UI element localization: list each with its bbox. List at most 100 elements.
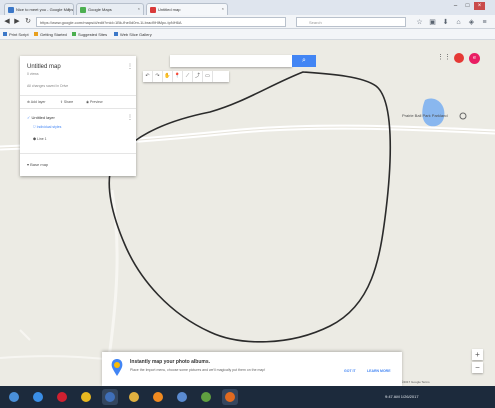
- layer-options-icon[interactable]: ⋮: [127, 115, 133, 121]
- start-button[interactable]: [6, 389, 22, 405]
- map-panel: Untitled map 0 views All changes saved i…: [20, 56, 136, 176]
- map-title[interactable]: Untitled map: [27, 64, 61, 70]
- bookmark-item[interactable]: Getting Started: [34, 31, 67, 38]
- reload-icon[interactable]: ↻: [25, 18, 31, 25]
- bookmark-item[interactable]: Suggested Sites: [72, 31, 107, 38]
- address-bar[interactable]: https://www.google.com/maps/d/edit?mid=1…: [36, 17, 286, 27]
- app2-icon: [201, 392, 211, 402]
- paint-icon: ⛉: [33, 125, 36, 129]
- menu-icon[interactable]: ≡: [482, 19, 487, 26]
- forward-icon[interactable]: ▶: [14, 18, 20, 25]
- map-search-input[interactable]: [170, 55, 292, 67]
- minor-road: [104, 189, 119, 386]
- bookmark-icon: [3, 32, 7, 36]
- checkbox-icon[interactable]: ✓: [27, 115, 31, 120]
- ie-icon: [33, 392, 43, 402]
- tab-label: Nice to meet you - Google Maps: [16, 7, 74, 12]
- taskbar-app[interactable]: [222, 389, 238, 405]
- taskbar-app[interactable]: [54, 389, 70, 405]
- map-toolbar: ↶ ↷ ✋ 📍 ⟋ ⤴ ▭: [143, 71, 229, 82]
- taskbar-app[interactable]: [174, 389, 190, 405]
- download-icon[interactable]: ⬇: [442, 19, 449, 26]
- tab-label: Untitled map: [158, 7, 181, 12]
- taskbar-app[interactable]: [102, 389, 118, 405]
- star-icon[interactable]: ☆: [416, 19, 423, 26]
- vlc-icon: [153, 392, 163, 402]
- taskbar-app[interactable]: [78, 389, 94, 405]
- directions-icon[interactable]: ⤴: [193, 71, 203, 82]
- maximize-icon[interactable]: □: [465, 3, 470, 9]
- panel-actions: ⊕ Add layer ⇪ Share ◉ Preview: [20, 96, 136, 109]
- back-icon[interactable]: ◀: [4, 18, 10, 25]
- browser-search-input[interactable]: Search: [296, 17, 406, 27]
- firefox-icon: [225, 392, 235, 402]
- undo-icon[interactable]: ↶: [143, 71, 153, 82]
- ruler-icon[interactable]: ▭: [203, 71, 213, 82]
- minimize-icon[interactable]: –: [453, 3, 458, 9]
- search-button[interactable]: ⌕: [292, 55, 316, 67]
- bookmark-item[interactable]: Web Slice Gallery: [114, 31, 152, 38]
- notice-body: Place the Import menu, choose some pictu…: [130, 368, 266, 372]
- tab-3[interactable]: Untitled map ×: [146, 3, 228, 15]
- taskbar: 9:47 AM 1/26/2017: [0, 386, 495, 408]
- preview-button[interactable]: ◉ Preview: [86, 100, 103, 104]
- base-map-toggle[interactable]: ▾ Base map: [27, 162, 49, 167]
- notifications-icon[interactable]: [454, 53, 464, 63]
- photo-pin-icon: [110, 358, 124, 378]
- add-layer-button[interactable]: ⊕ Add layer: [27, 100, 46, 104]
- bookmark-icon: [34, 32, 38, 36]
- drawn-line: [108, 71, 392, 343]
- taskbar-app[interactable]: [198, 389, 214, 405]
- taskbar-app[interactable]: [150, 389, 166, 405]
- opera-icon: [57, 392, 67, 402]
- zoom-out-button[interactable]: −: [472, 362, 483, 373]
- more-options-icon[interactable]: ⋮: [127, 64, 133, 70]
- share-button[interactable]: ⇪ Share: [60, 100, 74, 104]
- pocket-icon[interactable]: ◈: [468, 19, 475, 26]
- zoom-in-button[interactable]: +: [472, 349, 483, 360]
- notice-title: Instantly map your photo albums.: [130, 359, 211, 365]
- place-pin: [459, 112, 467, 120]
- individual-styles-link[interactable]: ⛉ Individual styles: [33, 125, 62, 129]
- bookmarks-bar: Print Script Getting Started Suggested S…: [0, 29, 495, 40]
- panel-header: Untitled map 0 views All changes saved i…: [20, 56, 136, 96]
- layer-section: ✓ Untitled layer ⋮ ⛉ Individual styles ⬢…: [20, 109, 136, 154]
- window-close-icon[interactable]: ×: [474, 2, 485, 10]
- chevron-down-icon: ▾: [27, 162, 30, 167]
- hand-icon[interactable]: ✋: [163, 71, 173, 82]
- close-icon[interactable]: ×: [137, 6, 140, 11]
- bookmark-icon: [114, 32, 118, 36]
- tab-2[interactable]: Google Maps ×: [76, 3, 144, 15]
- marker-icon[interactable]: 📍: [173, 71, 183, 82]
- layer-item[interactable]: ⬢ Line 1: [33, 137, 47, 141]
- map-attribution: Map data ©2017 Google Terms: [388, 380, 430, 384]
- app-icon: [177, 392, 187, 402]
- search-icon: ⌕: [302, 57, 306, 64]
- got-it-button[interactable]: GOT IT: [344, 369, 356, 373]
- favicon-icon: [150, 7, 156, 13]
- learn-more-button[interactable]: LEARN MORE: [367, 369, 391, 373]
- system-clock[interactable]: 9:47 AM 1/26/2017: [385, 394, 419, 399]
- base-map-row[interactable]: ▾ Base map: [20, 154, 136, 176]
- clipboard-icon[interactable]: ▣: [429, 19, 436, 26]
- tab-1[interactable]: Nice to meet you - Google Maps ×: [4, 3, 74, 15]
- draw-line-icon[interactable]: ⟋: [183, 71, 193, 82]
- taskbar-app[interactable]: [30, 389, 46, 405]
- bookmark-icon: [72, 32, 76, 36]
- redo-icon[interactable]: ↷: [153, 71, 163, 82]
- avatar[interactable]: e: [469, 53, 480, 64]
- home-icon[interactable]: ⌂: [456, 19, 461, 26]
- start-icon: [9, 392, 19, 402]
- chrome-icon: [81, 392, 91, 402]
- taskbar-app[interactable]: [126, 389, 142, 405]
- place-label[interactable]: Prairie Ball Park Parkland: [402, 113, 448, 118]
- close-icon[interactable]: ×: [221, 6, 224, 11]
- browser-toolbar: ◀ ▶ ↻ https://www.google.com/maps/d/edit…: [0, 15, 495, 29]
- close-icon[interactable]: ×: [67, 6, 70, 11]
- apps-icon[interactable]: ⋮⋮: [437, 54, 451, 61]
- layer-name[interactable]: ✓ Untitled layer: [27, 115, 55, 120]
- map-views: 0 views: [27, 72, 39, 76]
- bookmark-item[interactable]: Print Script: [3, 31, 29, 38]
- browser-tab-strip: Nice to meet you - Google Maps × Google …: [0, 0, 495, 15]
